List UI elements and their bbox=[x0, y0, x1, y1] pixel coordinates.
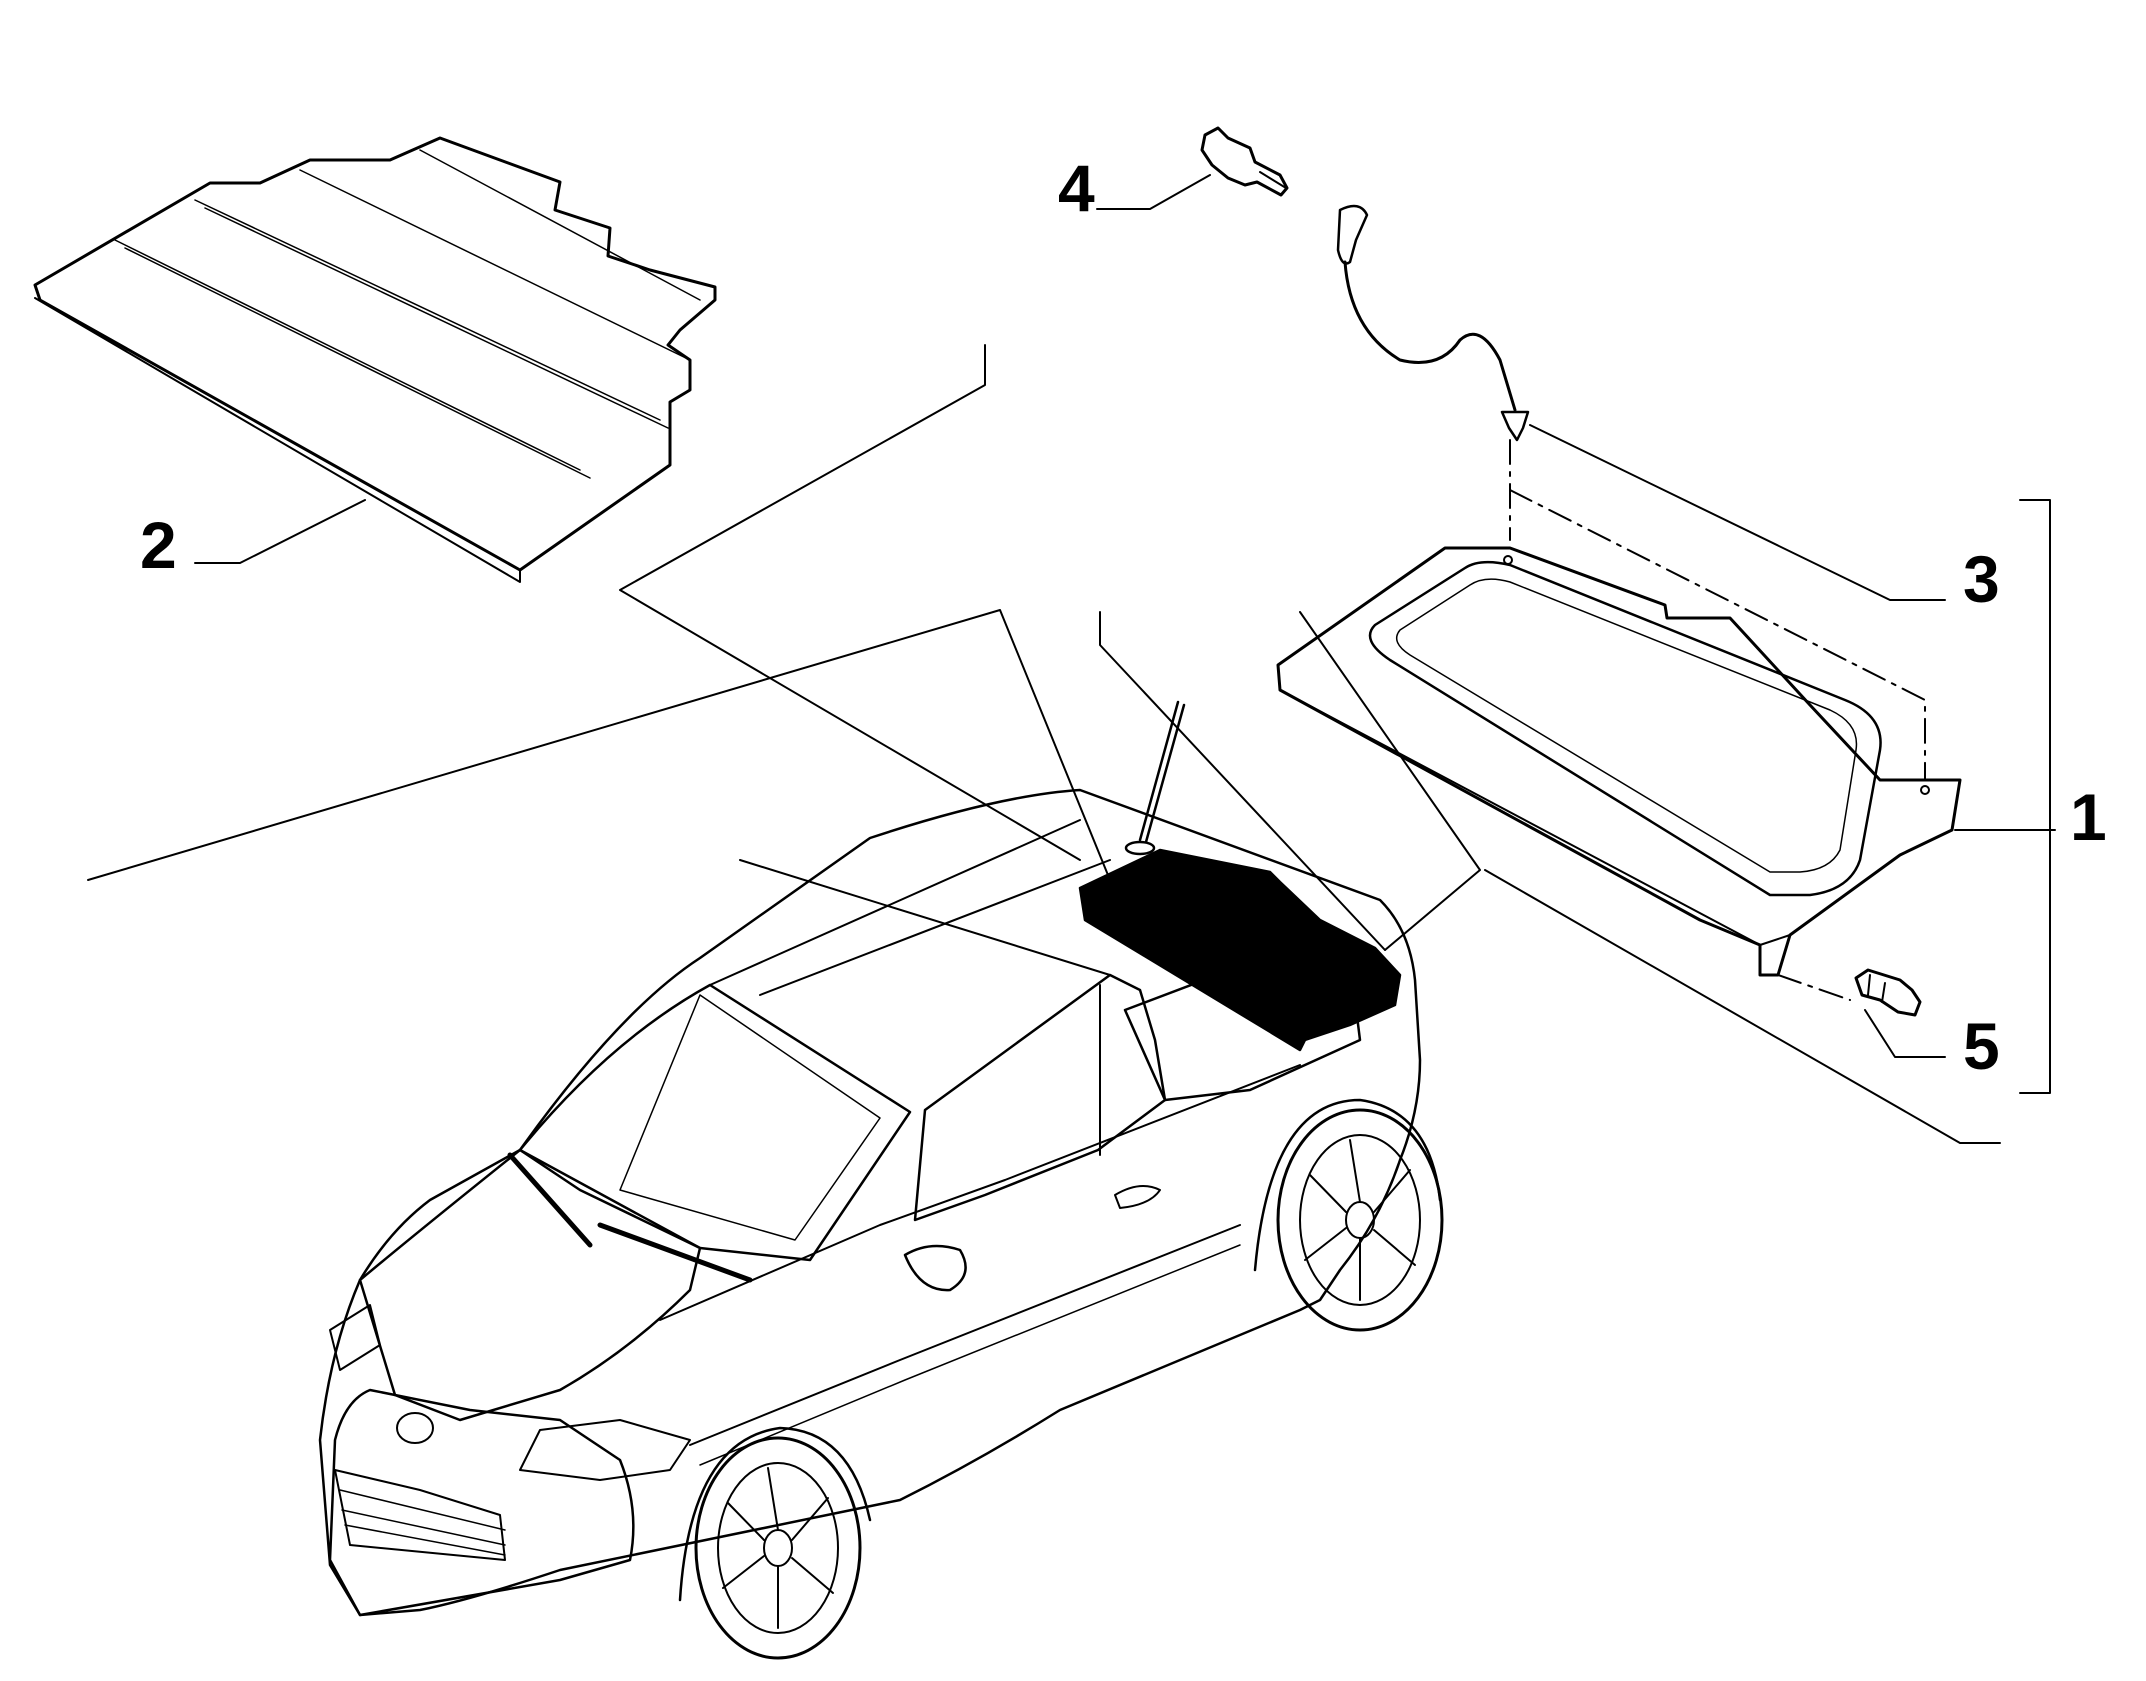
car-drawing bbox=[318, 700, 1444, 1660]
callout-5: 5 bbox=[1963, 1009, 2000, 1083]
pivot-pin-drawing bbox=[1854, 968, 1922, 1017]
parcel-shelf-drawing bbox=[1276, 439, 1962, 1001]
callout-1: 1 bbox=[2070, 780, 2107, 854]
highlighted-parcel-area bbox=[1078, 848, 1402, 1052]
trunk-mat-drawing bbox=[33, 136, 717, 583]
callout-leaders bbox=[194, 174, 2056, 1094]
callout-2: 2 bbox=[140, 508, 177, 582]
callout-3: 3 bbox=[1963, 542, 2000, 616]
callout-4: 4 bbox=[1058, 151, 1095, 225]
retaining-pin-drawing bbox=[1200, 126, 1530, 442]
